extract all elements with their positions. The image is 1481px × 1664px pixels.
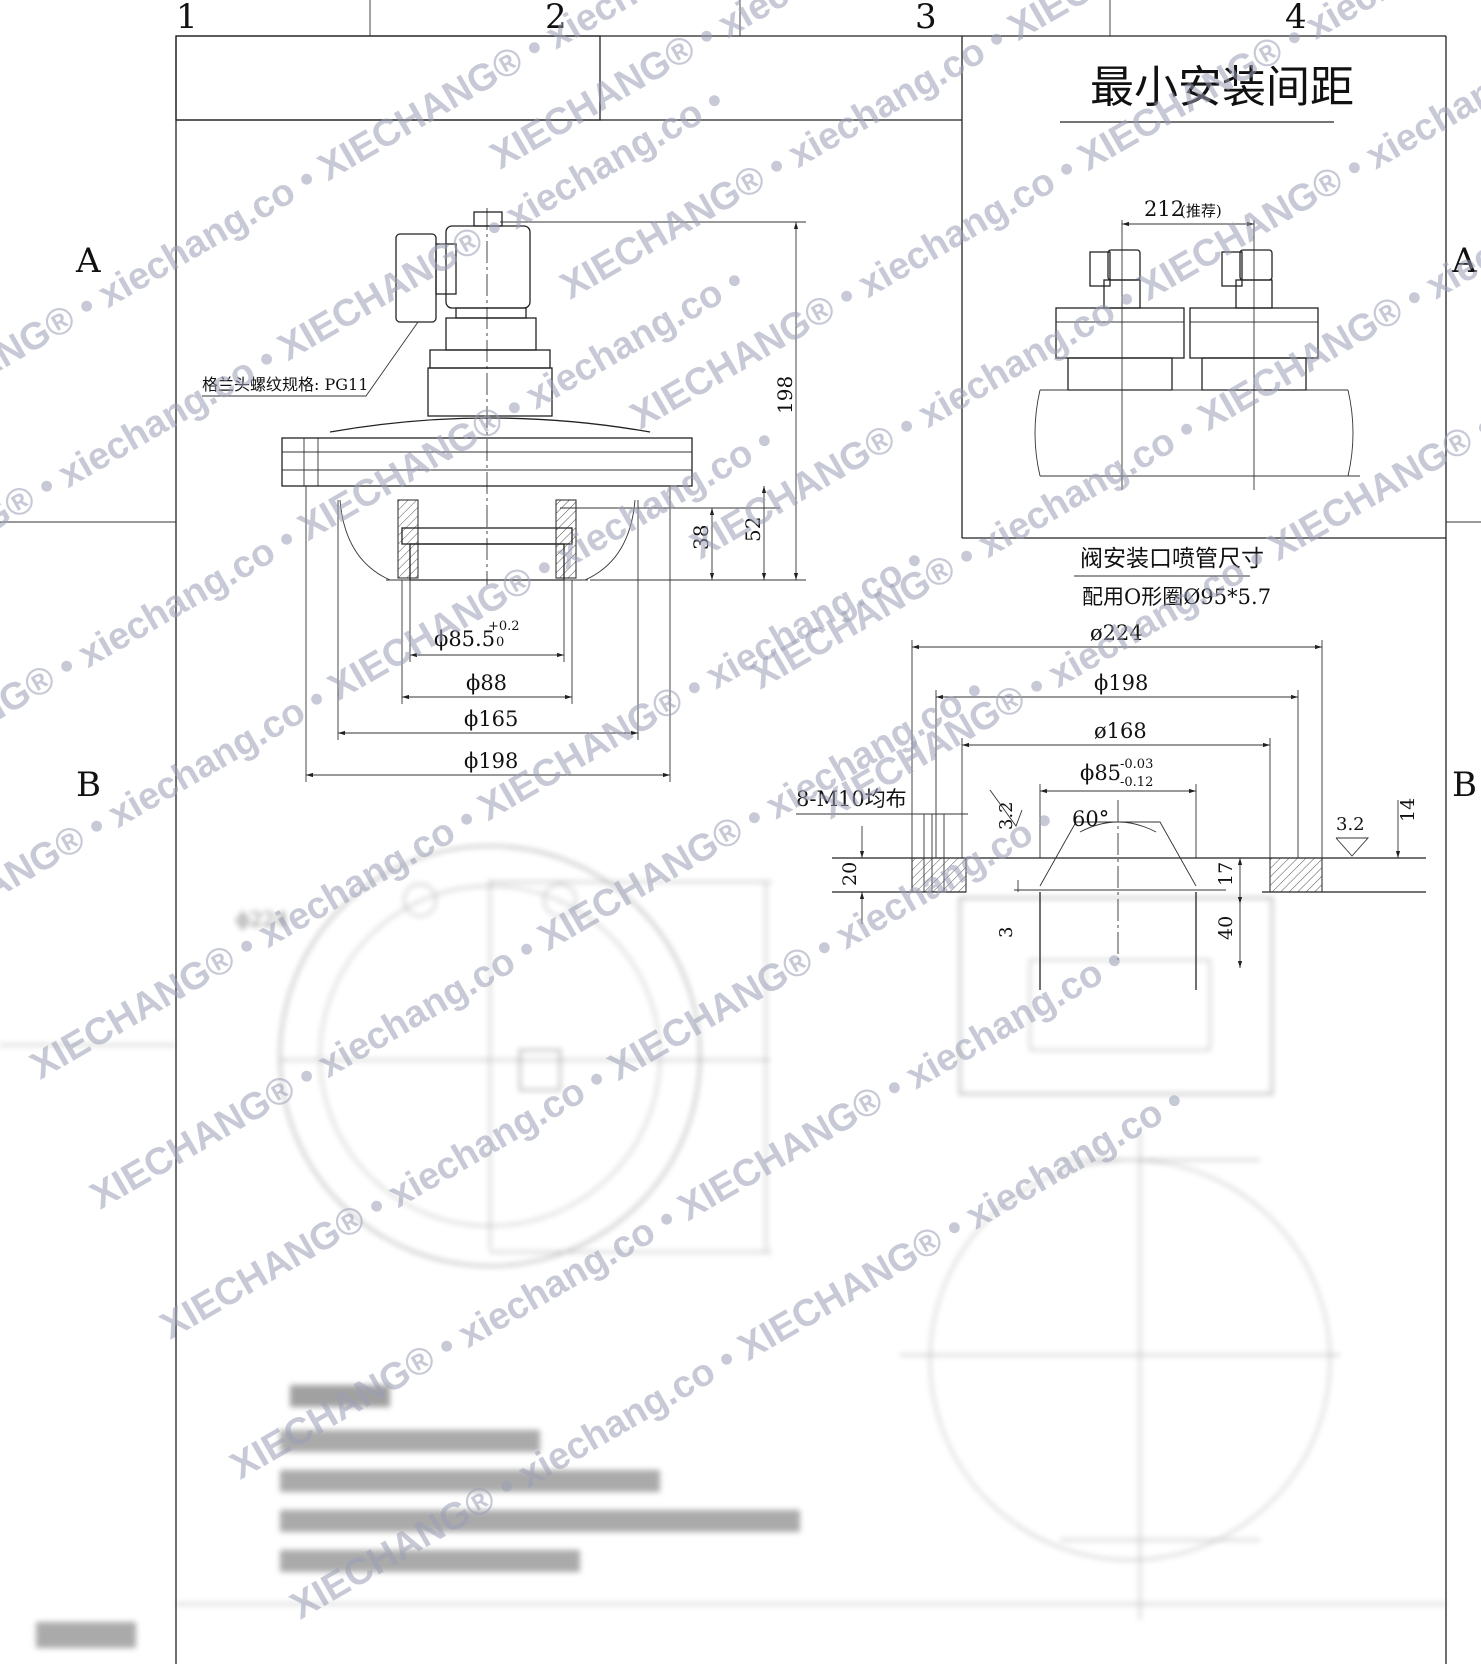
valve-main-view: 格兰头螺纹规格: PG11 198 38 52 ϕ85.5 +0.2 0 ϕ88… bbox=[202, 208, 806, 782]
dim-phi85-nozzle: ϕ85 bbox=[1080, 761, 1121, 785]
bolt-note: 8-M10均布 bbox=[796, 787, 907, 811]
dim-14: 14 bbox=[1397, 798, 1419, 822]
dim-38: 38 bbox=[689, 525, 713, 550]
dim-phi85-5-tol-lower: 0 bbox=[496, 635, 504, 650]
valve-flange bbox=[281, 437, 693, 487]
dim-phi198: ϕ198 bbox=[464, 749, 518, 773]
roughness-3-2-left: 3.2 bbox=[996, 801, 1017, 830]
dim-phi85-5-tol-upper: +0.2 bbox=[488, 619, 520, 634]
dim-phi85-tol-upper: -0.03 bbox=[1120, 757, 1153, 772]
column-number-3: 3 bbox=[915, 0, 937, 37]
frame-labels: 1 2 3 4 A B A B bbox=[75, 0, 1477, 805]
dim-212: 212 bbox=[1144, 197, 1184, 221]
dim-52: 52 bbox=[741, 517, 765, 542]
valve-right-small bbox=[1189, 249, 1319, 391]
dim-phi198-nozzle: ϕ198 bbox=[1094, 671, 1148, 695]
watermark-layer: XIECHANG® • xiechang.co • XIECHANG® • xi… bbox=[0, 0, 1481, 1628]
nozzle-title: 阀安装口喷管尺寸 bbox=[1080, 546, 1264, 572]
dim-phi224: ø224 bbox=[1090, 621, 1143, 645]
dim-phi165: ϕ165 bbox=[464, 707, 518, 731]
dim-phi85-tol-lower: -0.12 bbox=[1120, 775, 1153, 790]
row-letter-a-right: A bbox=[1451, 241, 1477, 281]
dim-212-note: (推荐) bbox=[1180, 202, 1222, 220]
dim-height-198: 198 bbox=[773, 376, 797, 414]
blurred-lower-views: ϕ224 bbox=[0, 845, 1446, 1648]
valve-left-small bbox=[1055, 249, 1185, 391]
dim-3: 3 bbox=[996, 927, 1017, 938]
oring-note: 配用O形圈Ø95*5.7 bbox=[1082, 585, 1271, 609]
nozzle-view: 阀安装口喷管尺寸 配用O形圈Ø95*5.7 ø224 ϕ198 ø168 ϕ85… bbox=[796, 546, 1426, 990]
dim-phi168: ø168 bbox=[1094, 719, 1147, 743]
roughness-3-2-right: 3.2 bbox=[1336, 814, 1365, 835]
row-letter-b-right: B bbox=[1452, 765, 1477, 805]
lower-dim-phi224: ϕ224 bbox=[236, 907, 288, 931]
dim-17: 17 bbox=[1215, 862, 1237, 886]
dim-phi88: ϕ88 bbox=[466, 671, 507, 695]
column-number-4: 4 bbox=[1285, 0, 1307, 37]
thread-spec-note: 格兰头螺纹规格: PG11 bbox=[202, 375, 368, 394]
spacing-title: 最小安装间距 bbox=[1090, 62, 1354, 113]
column-number-2: 2 bbox=[545, 0, 567, 37]
dim-20: 20 bbox=[839, 862, 861, 886]
column-number-1: 1 bbox=[176, 0, 198, 37]
valve-bonnet bbox=[427, 367, 553, 417]
dim-40: 40 bbox=[1215, 916, 1237, 940]
spacing-view: 最小安装间距 212 (推荐) bbox=[1034, 62, 1360, 490]
row-letter-b-left: B bbox=[76, 765, 101, 805]
dim-phi85-5: ϕ85.5 bbox=[434, 627, 495, 651]
row-letter-a-left: A bbox=[75, 241, 101, 281]
